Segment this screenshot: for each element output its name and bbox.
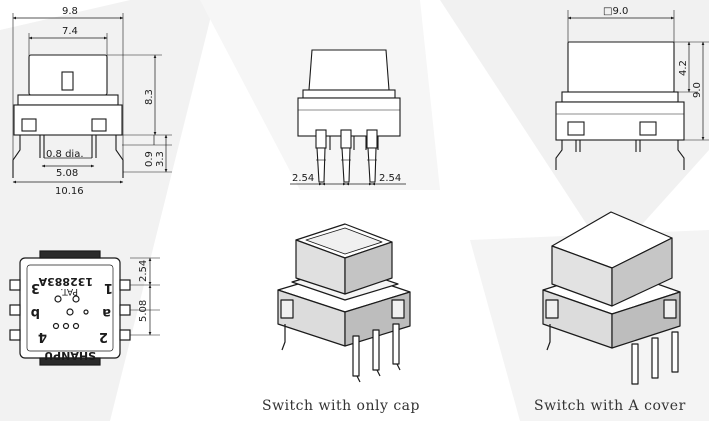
dim-pin-length: 3.3 bbox=[155, 151, 166, 167]
pin-label-a: a bbox=[102, 305, 111, 320]
dim-height-cap: 8.3 bbox=[144, 89, 155, 105]
front-dimensions bbox=[12, 16, 168, 184]
iso-switch-only-cap bbox=[277, 223, 411, 383]
iso-switch-a-cover bbox=[542, 211, 681, 385]
dim-width-cap: 7.4 bbox=[62, 26, 78, 37]
dim-pin-span: 10.16 bbox=[55, 186, 84, 197]
marking-part-number: 132883A bbox=[38, 275, 93, 288]
dim-pitch-right: 2.54 bbox=[379, 173, 401, 184]
pin-label-b: b bbox=[31, 305, 40, 320]
marking-brand: SHANPU bbox=[44, 349, 96, 362]
side-view bbox=[297, 49, 401, 183]
pin-label-4: 4 bbox=[38, 329, 47, 344]
dim-pin-pitch: 5.08 bbox=[56, 168, 78, 179]
dim-cover-square: □9.0 bbox=[603, 6, 628, 17]
caption-a-cover: Switch with A cover bbox=[534, 398, 686, 414]
cover-side-view bbox=[555, 41, 685, 170]
pin-label-2: 2 bbox=[99, 329, 108, 344]
dim-cover-height: 4.2 bbox=[678, 60, 689, 76]
dim-total-height: 9.0 bbox=[692, 82, 703, 98]
bottom-dimensions bbox=[130, 257, 160, 336]
dim-pin-diameter: 0.8 dia. bbox=[46, 149, 84, 160]
pin-label-1: 1 bbox=[104, 280, 113, 295]
dim-width-overall: 9.8 bbox=[62, 6, 78, 17]
dim-pitch-left: 2.54 bbox=[292, 173, 314, 184]
dim-bottom-span: 5.08 bbox=[138, 300, 149, 322]
marking-pat: PAT. bbox=[60, 286, 78, 296]
caption-only-cap: Switch with only cap bbox=[262, 398, 420, 414]
dim-small-gap: 0.9 bbox=[144, 151, 155, 167]
front-view bbox=[12, 13, 172, 178]
dim-bottom-pitch: 2.54 bbox=[138, 260, 149, 282]
bottom-view bbox=[9, 250, 131, 366]
pin-label-3: 3 bbox=[31, 280, 40, 295]
cover-dimensions bbox=[567, 10, 709, 141]
